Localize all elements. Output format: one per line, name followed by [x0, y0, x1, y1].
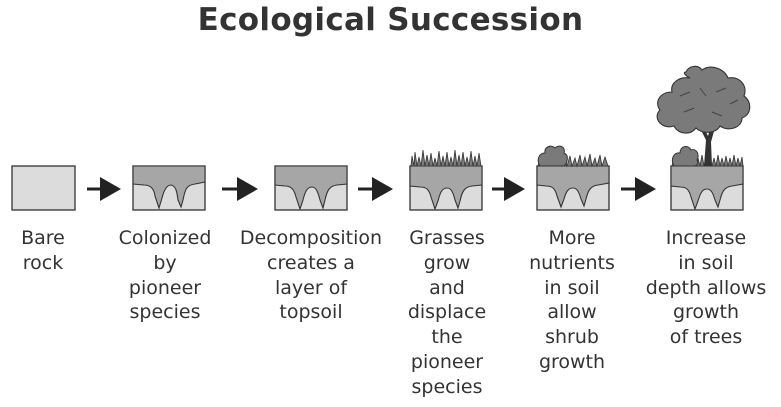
- caption-line: species: [129, 301, 201, 324]
- caption-line: growth: [538, 350, 606, 373]
- caption-grasses: Grasses grow and displace the pioneer sp…: [372, 226, 522, 400]
- caption-line: species: [411, 375, 483, 398]
- caption-line: growth: [672, 301, 740, 324]
- caption-line: pioneer: [128, 276, 202, 299]
- caption-line: topsoil: [279, 301, 343, 324]
- caption-line: pioneer: [410, 350, 484, 373]
- stage-shrubs-illustration: [536, 145, 610, 211]
- stage-trees-illustration: [656, 65, 751, 211]
- caption-line: and: [429, 276, 465, 299]
- caption-line: in soil: [544, 276, 600, 299]
- stage-grasses-illustration: [409, 149, 483, 211]
- caption-decomposition: Decomposition creates a layer of topsoil: [236, 226, 386, 325]
- caption-line: Decomposition: [239, 227, 383, 249]
- caption-line: More: [548, 227, 596, 249]
- stage-decomposition-illustration: [274, 165, 348, 211]
- diagram-title: Ecological Succession: [197, 2, 584, 38]
- stage-pioneer-illustration: [132, 165, 206, 211]
- caption-line: by: [153, 251, 177, 274]
- caption-line: allow: [547, 301, 597, 324]
- stage-bare-rock-illustration: [11, 165, 76, 211]
- caption-line: rock: [22, 251, 64, 274]
- caption-bare-rock: Bare rock: [0, 226, 118, 276]
- caption-line: Grasses: [409, 227, 485, 249]
- caption-line: the: [431, 326, 463, 349]
- caption-line: in soil: [678, 251, 734, 274]
- caption-line: displace: [407, 301, 487, 324]
- caption-line: layer of: [274, 276, 348, 299]
- caption-line: grow: [423, 251, 471, 274]
- caption-shrubs: More nutrients in soil allow shrub growt…: [497, 226, 647, 375]
- caption-line: creates a: [267, 251, 355, 274]
- caption-line: nutrients: [529, 251, 615, 274]
- caption-trees: Increase in soil depth allows growth of …: [631, 226, 781, 350]
- caption-line: shrub: [545, 326, 599, 349]
- caption-line: Increase: [665, 227, 747, 249]
- caption-line: Colonized: [118, 227, 212, 249]
- caption-pioneer-species: Colonized by pioneer species: [90, 226, 240, 325]
- caption-line: depth allows: [645, 276, 767, 299]
- caption-line: Bare: [21, 227, 65, 249]
- caption-line: of trees: [669, 326, 743, 349]
